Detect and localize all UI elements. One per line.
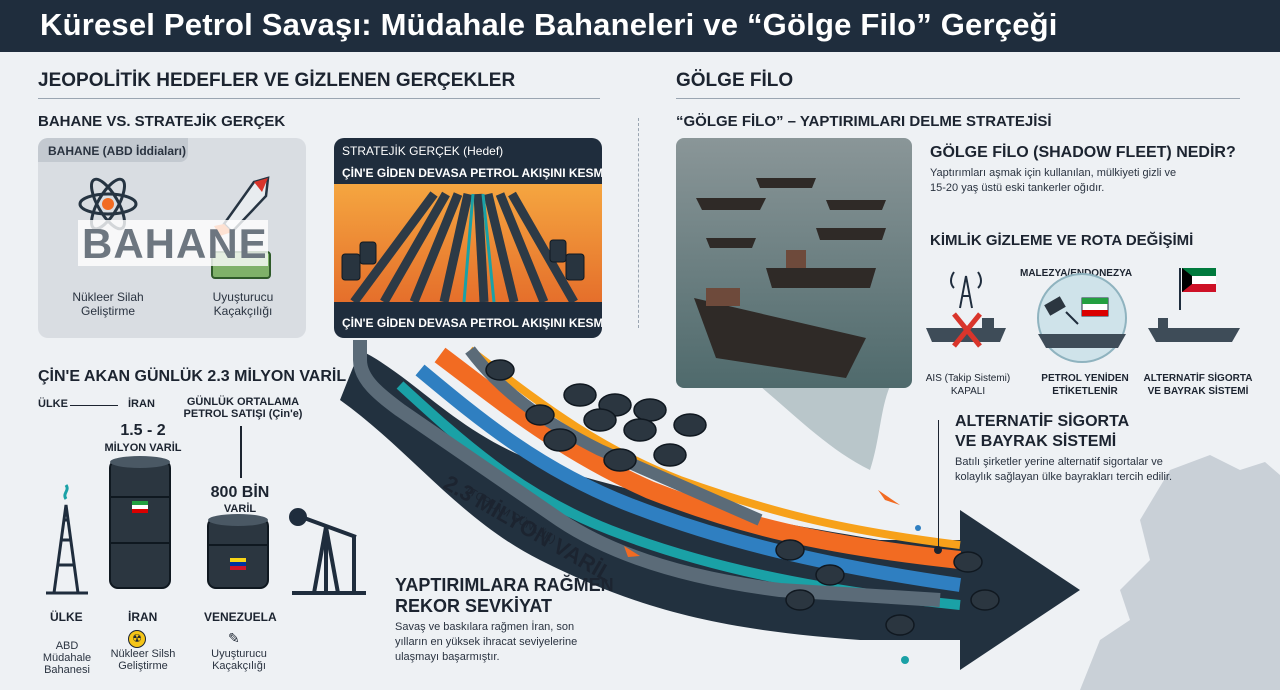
insurance-title: ALTERNATİF SİGORTA VE BAYRAK SİSTEMİ: [955, 413, 1130, 450]
flow-title: ÇİN'E AKAN GÜNLÜK 2.3 MİLYON VARİL: [38, 368, 347, 385]
col-avg-label: GÜNLÜK ORTALAMA PETROL SATIŞI (Çin'e): [183, 396, 303, 420]
pretext-row-label: ABD Müdahale Bahanesi: [42, 640, 92, 676]
col-country-label: ÜLKE: [38, 398, 68, 410]
strategic-panel: STRATEJİK GERÇEK (Hedef) ÇİN'E GİDEN DEV…: [334, 138, 602, 338]
pretext-panel-label: BAHANE (ABD İddiaları): [48, 144, 187, 158]
shadow-fleet-photo: [676, 138, 912, 388]
step-insurance-label: ALTERNATİF SİGORTA VE BAYRAK SİSTEMİ: [1143, 373, 1253, 397]
venezuela-volume-unit: VARİL: [223, 503, 257, 515]
radiation-icon: ☢: [128, 630, 146, 648]
identity-steps-graphic: [926, 268, 1240, 363]
iran-volume-unit: MİLYON VARİL: [104, 442, 182, 454]
insurance-body: Batılı şirketler yerine alternatif sigor…: [955, 456, 1173, 483]
row-country-label: ÜLKE: [50, 610, 83, 624]
iran-volume-value: 1.5 - 2: [120, 422, 166, 439]
left-subsection-title: BAHANE VS. STRATEJİK GERÇEK: [38, 113, 286, 130]
col-iran-label: İRAN: [128, 398, 155, 410]
left-section-divider: [38, 98, 600, 99]
section-separator: [638, 118, 640, 328]
step-ais-label: AIS (Takip Sistemi) KAPALI: [925, 373, 1011, 397]
barrel-comparison-graphic: [46, 456, 366, 595]
pills-icon: ✎: [228, 630, 240, 646]
right-section-divider: [676, 98, 1240, 99]
venezuela-pretext-label: Uyuşturucu Kaçakçılığı: [211, 648, 267, 672]
tanker-icon: [1148, 318, 1240, 342]
pretext-stamp: BAHANE: [82, 220, 268, 267]
identity-title: KİMLİK GİZLEME VE ROTA DEĞİŞİMİ: [930, 232, 1194, 249]
flag-icon: [1179, 268, 1216, 310]
oil-barrel-icon: [207, 514, 269, 589]
pipeline-field-illustration: [334, 184, 602, 302]
row-iran-label: İRAN: [128, 610, 158, 624]
pretext-panel: BAHANE (ABD İddiaları) BAHANE Nükleer Si…: [38, 138, 306, 338]
step-relabel-label: PETROL YENİDEN ETİKETLENİR: [1041, 373, 1129, 397]
record-title: YAPTIRIMLARA RAĞMEN REKOR SEVKİYAT: [395, 575, 614, 616]
oil-barrel-icon: [109, 456, 171, 589]
pretext-drugs-label: Uyuşturucu Kaçakçılığı: [212, 290, 274, 318]
left-section-title: JEOPOLİTİK HEDEFLER VE GİZLENEN GERÇEKLE…: [38, 70, 516, 91]
shadow-fleet-definition-title: GÖLGE FİLO (SHADOW FLEET) NEDİR?: [930, 144, 1236, 161]
record-body: Savaş ve baskılara rağmen İran, son yıll…: [395, 621, 578, 663]
shadow-fleet-definition-body: Yaptırımları aşmak için kullanılan, mülk…: [930, 167, 1177, 194]
right-section-title: GÖLGE FİLO: [676, 70, 794, 91]
strategic-headline-top: ÇİN'E GİDEN DEVASA PETROL AKIŞINI KESMEK: [342, 166, 602, 180]
oil-rig-icon: [46, 484, 88, 595]
iran-pretext-label: Nükleer Silsh Geliştirme: [110, 648, 176, 672]
antenna-icon: [950, 271, 982, 309]
right-subsection-title: “GÖLGE FİLO” – YAPTIRIMLARI DELME STRATE…: [676, 113, 1052, 130]
tanker-icon: [1038, 334, 1126, 348]
pumpjack-icon: [289, 508, 366, 595]
pretext-nuclear-label: Nükleer Silah Geliştirme: [72, 290, 144, 318]
venezuela-volume-value: 800 BİN: [210, 484, 270, 501]
title-bar: Küresel Petrol Savaşı: Müdahale Bahanele…: [0, 0, 1280, 52]
page-title: Küresel Petrol Savaşı: Müdahale Bahanele…: [40, 7, 1058, 42]
row-venezuela-label: VENEZUELA: [204, 610, 277, 624]
strategic-panel-label: STRATEJİK GERÇEK (Hedef): [342, 144, 504, 158]
strategic-headline-bottom: ÇİN'E GİDEN DEVASA PETROL AKIŞINI KESMEK: [342, 316, 602, 330]
china-map: [1080, 455, 1280, 690]
